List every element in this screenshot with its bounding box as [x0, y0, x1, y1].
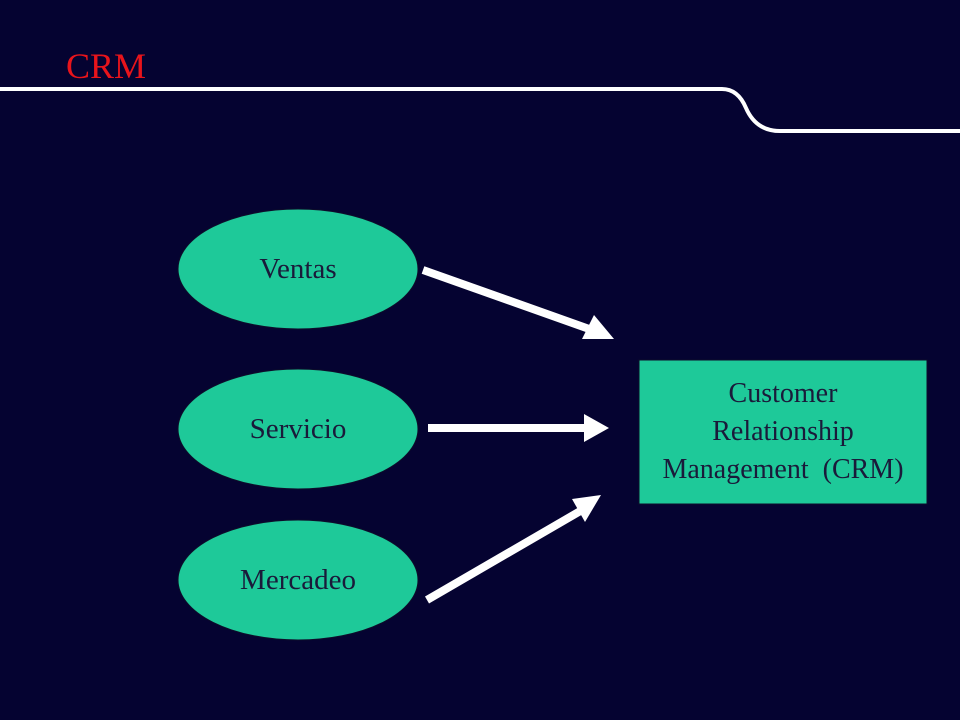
crm-box-line-3: Management (CRM): [662, 454, 904, 485]
node-mercadeo-label: Mercadeo: [240, 564, 356, 596]
crm-box-line-2: Relationship: [712, 416, 854, 447]
header-rule: [0, 87, 960, 133]
node-servicio-shape: [177, 368, 419, 490]
node-mercadeo-shape: [177, 519, 419, 641]
crm-box-shape: [638, 359, 928, 505]
node-servicio-label: Servicio: [249, 413, 347, 445]
crm-box-line-1: Customer: [728, 378, 838, 409]
node-ventas-shape: [177, 208, 419, 330]
crm-box-label: Customer Relationship Management (CRM): [639, 360, 927, 504]
arrow-ventas-to-crm: [421, 266, 614, 339]
slide-title: CRM: [66, 46, 147, 86]
arrow-mercadeo-to-crm: [424, 495, 601, 604]
arrow-servicio-to-crm: [428, 414, 609, 442]
node-ventas-label: Ventas: [259, 253, 337, 285]
